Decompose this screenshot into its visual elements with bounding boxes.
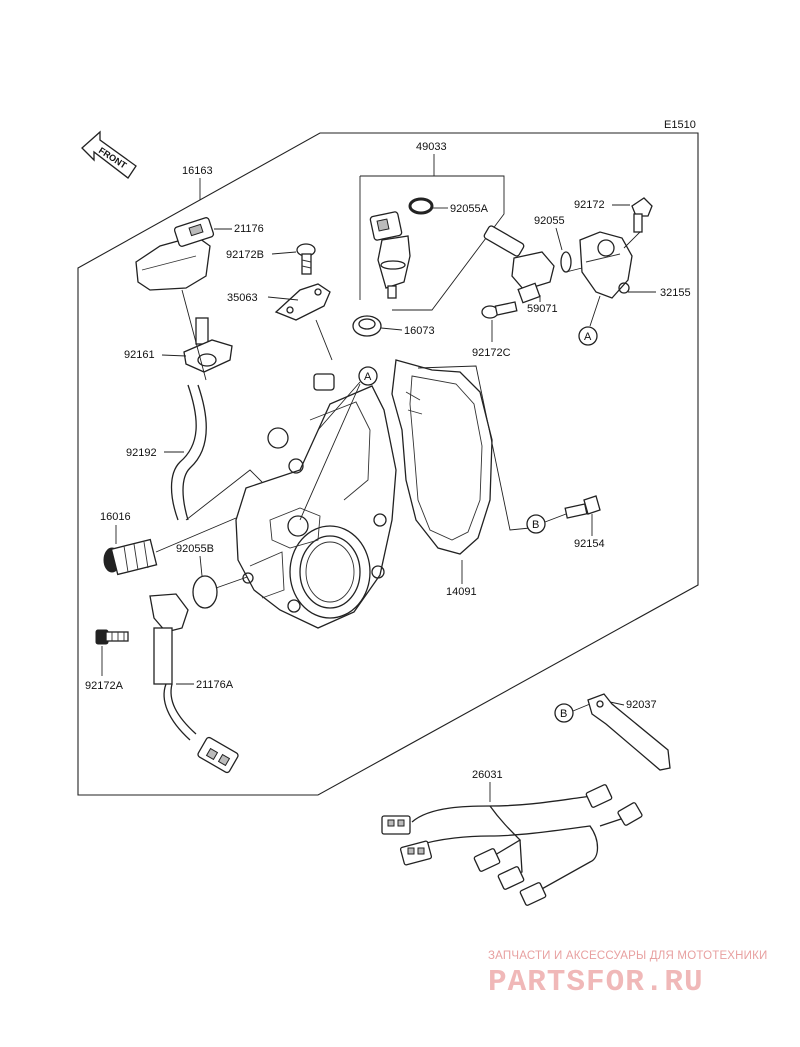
o-ring-92055b xyxy=(192,575,218,609)
callout-b-bracket-text: B xyxy=(560,708,567,720)
sensor-21176a xyxy=(149,593,239,774)
throttle-sensor xyxy=(135,217,215,291)
o-ring-92055 xyxy=(560,251,572,273)
label-92154: 92154 xyxy=(574,538,605,550)
label-21176: 21176 xyxy=(234,223,264,235)
label-92055: 92055 xyxy=(534,215,565,227)
bracket-35063 xyxy=(274,283,331,321)
wire-harness-26031 xyxy=(381,784,643,906)
callout-a-sensor-text: A xyxy=(584,331,592,343)
grommet-16073 xyxy=(352,315,382,337)
label-59071: 59071 xyxy=(527,303,558,315)
label-16163: 16163 xyxy=(182,165,213,177)
nozzle-59071 xyxy=(483,225,555,304)
fuel-injector xyxy=(369,211,411,299)
label-92172a: 92172A xyxy=(85,680,124,692)
bolt-92172a xyxy=(95,629,129,645)
label-92172c: 92172C xyxy=(472,347,511,359)
bolt-92172 xyxy=(631,197,653,233)
hose-92192 xyxy=(170,384,207,521)
callout-b-body-text: B xyxy=(532,519,539,531)
callout-a-body-text: A xyxy=(364,371,372,383)
assembly-frame xyxy=(77,132,699,796)
callout-b-bracket xyxy=(554,703,574,723)
throttle-body xyxy=(235,373,397,629)
label-49033: 49033 xyxy=(416,141,447,153)
bolt-92154 xyxy=(564,495,601,519)
watermark-tagline: ЗАПЧАСТИ И АКСЕССУАРЫ ДЛЯ МОТОТЕХНИКИ xyxy=(488,950,768,962)
idle-screw-16016 xyxy=(103,538,158,576)
callout-a-sensor xyxy=(578,326,598,346)
label-92055b: 92055B xyxy=(176,543,214,555)
sensor-32155 xyxy=(579,231,633,299)
bolt-92172b xyxy=(296,243,316,275)
fitting-92161 xyxy=(183,317,233,373)
label-92037: 92037 xyxy=(626,699,657,711)
label-26031: 26031 xyxy=(472,769,503,781)
label-92161: 92161 xyxy=(124,349,155,361)
label-92172: 92172 xyxy=(574,199,605,211)
bolt-92172c xyxy=(481,301,518,319)
label-21176a: 21176A xyxy=(196,679,234,691)
label-14091: 14091 xyxy=(446,586,477,598)
callout-b-body xyxy=(526,514,546,534)
front-arrow-icon: FRONT xyxy=(81,130,137,179)
label-92192: 92192 xyxy=(126,447,157,459)
bracket-92037 xyxy=(587,693,671,771)
diagram-code: E1510 xyxy=(664,119,696,131)
label-32155: 32155 xyxy=(660,287,691,299)
label-35063: 35063 xyxy=(227,292,258,304)
callout-a-body xyxy=(358,366,378,386)
label-16016: 16016 xyxy=(100,511,131,523)
label-92172b: 92172B xyxy=(226,249,264,261)
label-92055a: 92055A xyxy=(450,203,489,215)
watermark-logo: PARTSFOR.RU xyxy=(488,965,704,1000)
label-16073: 16073 xyxy=(404,325,435,337)
o-ring-92055a xyxy=(408,197,434,215)
cover-14091 xyxy=(391,359,493,555)
